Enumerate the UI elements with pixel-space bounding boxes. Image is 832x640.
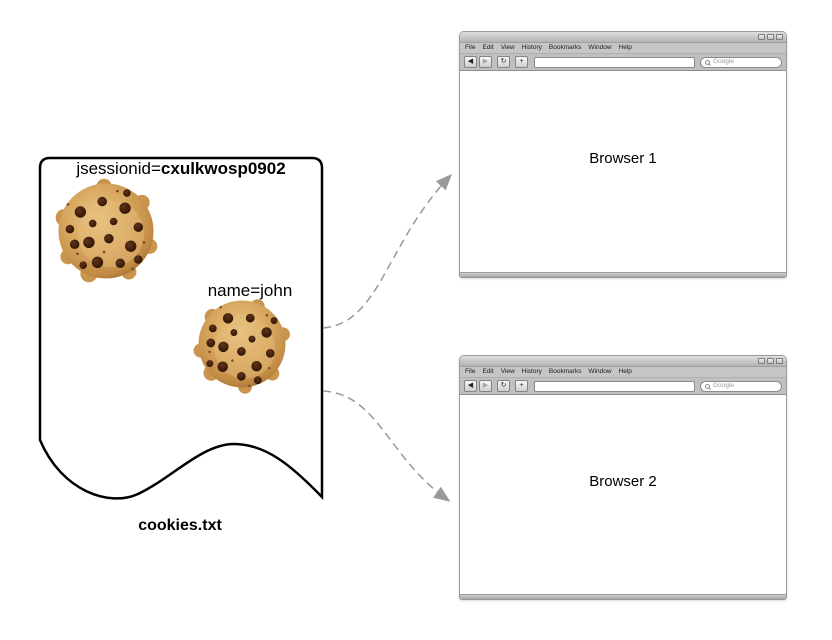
address-bar[interactable] [534,380,695,392]
menu-bar: File Edit View History Bookmarks Window … [460,367,786,378]
back-button[interactable]: ◀ [464,380,477,392]
menu-help[interactable]: Help [618,367,632,375]
menu-view[interactable]: View [500,367,515,375]
minimize-button[interactable] [758,34,765,40]
menu-window[interactable]: Window [588,43,612,51]
navigation-toolbar: ◀ ▶ ↻ + Google [460,54,786,71]
back-button[interactable]: ◀ [464,56,477,68]
menu-file[interactable]: File [465,43,476,51]
menu-history[interactable]: History [521,367,542,375]
menu-bookmarks[interactable]: Bookmarks [548,367,582,375]
search-box[interactable]: Google [700,380,782,392]
window-bottom-edge [460,272,786,277]
search-icon [705,383,710,389]
browser-window-2: File Edit View History Bookmarks Window … [459,355,787,600]
menu-edit[interactable]: Edit [482,367,494,375]
search-placeholder: Google [713,57,734,65]
browser-content: Browser 1 [460,71,786,272]
arrow-to-browser1 [322,173,453,329]
browser-title: Browser 1 [589,150,657,167]
forward-button[interactable]: ▶ [479,380,492,392]
maximize-button[interactable] [767,34,774,40]
menu-help[interactable]: Help [618,43,632,51]
forward-button[interactable]: ▶ [479,56,492,68]
title-bar[interactable] [460,356,786,367]
cookie1-name: jsessionid= [76,159,161,178]
maximize-button[interactable] [767,358,774,364]
menu-file[interactable]: File [465,367,476,375]
cookie1-label: jsessionid=cxulkwosp0902 [40,159,322,179]
close-button[interactable] [776,358,783,364]
title-bar[interactable] [460,32,786,43]
menu-bookmarks[interactable]: Bookmarks [548,43,582,51]
cookie2-name: name= [207,281,261,300]
cookie-file-name: cookies.txt [138,517,222,534]
menu-edit[interactable]: Edit [482,43,494,51]
menu-history[interactable]: History [521,43,542,51]
navigation-toolbar: ◀ ▶ ↻ + Google [460,378,786,395]
cookie1-value: cxulkwosp0902 [160,159,286,178]
new-tab-button[interactable]: + [515,56,528,68]
search-placeholder: Google [713,381,734,389]
reload-button[interactable]: ↻ [497,56,510,68]
menu-view[interactable]: View [500,43,515,51]
window-bottom-edge [460,594,786,599]
cookie2-label: name=john [198,281,302,301]
close-button[interactable] [776,34,783,40]
browser-title: Browser 2 [589,473,657,490]
minimize-button[interactable] [758,358,765,364]
arrow-to-browser2 [322,390,451,502]
reload-button[interactable]: ↻ [497,380,510,392]
browser-content: Browser 2 [460,395,786,594]
search-box[interactable]: Google [700,56,782,68]
menu-window[interactable]: Window [588,367,612,375]
cookie2-value: john [260,281,293,300]
menu-bar: File Edit View History Bookmarks Window … [460,43,786,54]
new-tab-button[interactable]: + [515,380,528,392]
search-icon [705,59,710,65]
browser-window-1: File Edit View History Bookmarks Window … [459,31,787,278]
address-bar[interactable] [534,56,695,68]
